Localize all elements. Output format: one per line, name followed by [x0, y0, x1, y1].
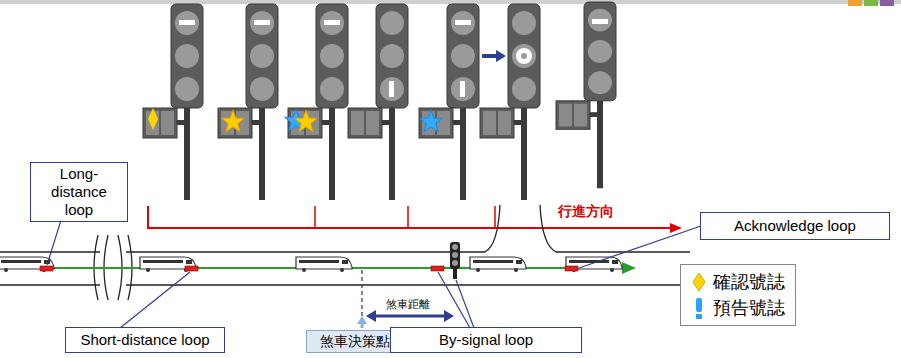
signal-heads-part [348, 4, 408, 200]
track-signal-part [453, 269, 457, 279]
direction-bracket-part [315, 206, 495, 228]
braking-distance-part [357, 316, 367, 324]
trams [0, 257, 622, 272]
signal-aspects-part [254, 20, 270, 25]
signal-aspects-part [179, 20, 195, 25]
track-signal-part [452, 252, 458, 258]
signal-aspects-part [295, 110, 318, 132]
trams-part [470, 257, 526, 272]
signal-aspects-part [455, 20, 471, 25]
signal-aspects [148, 19, 608, 132]
trams-part [0, 257, 54, 272]
header-bar [0, 0, 901, 4]
callout-box: Acknowledge loop [700, 212, 890, 240]
signal-aspects-part [521, 53, 527, 59]
legend-row: 確認號誌 [691, 269, 785, 295]
direction-label: 行進方向 [556, 203, 616, 221]
callout-leaders-part [438, 272, 470, 328]
callout-leaders-part [456, 280, 474, 328]
loops-part [185, 266, 198, 271]
loops [40, 266, 578, 271]
signal-aspects-part [324, 20, 340, 25]
track-part [622, 262, 636, 274]
track-signal [450, 242, 460, 279]
callout-text: 煞車決策點 [320, 333, 390, 350]
loops-part [40, 266, 53, 271]
callout-box: By-signal loop [390, 327, 582, 353]
callout-box: Long-distance loop [30, 162, 128, 222]
signal-aspects-part [482, 54, 498, 58]
callout-text: Acknowledge loop [734, 217, 856, 235]
signal-aspects-part [420, 110, 443, 132]
legend-swatch [691, 296, 707, 320]
signal-heads-part-part [556, 2, 616, 188]
legend-box: 確認號誌預告號誌 [680, 264, 796, 326]
callout-text: Long-distance loop [36, 165, 122, 219]
signal-aspects-part [222, 110, 245, 132]
signal-aspects-part [592, 19, 608, 24]
braking-distance-part [361, 270, 362, 322]
signal-aspects-part [516, 48, 532, 64]
signal-heads [143, 2, 616, 200]
callout-leaders-part [120, 272, 190, 328]
legend-row: 預告號誌 [691, 295, 785, 321]
signal-aspects-part [496, 50, 506, 62]
trams-part [296, 257, 352, 272]
callout-leaders [47, 217, 701, 328]
loops-part [565, 266, 578, 271]
signal-heads-part [218, 4, 278, 200]
warning-mark [696, 298, 702, 312]
legend-swatch [691, 270, 707, 294]
callout-text: By-signal loop [439, 331, 533, 349]
legend-text: 確認號誌 [713, 270, 785, 294]
signal-heads-part [143, 4, 203, 200]
signal-heads-part [556, 2, 616, 188]
loops-part [431, 266, 444, 271]
signal-aspects-part [460, 81, 465, 97]
distance-label: 煞車距離 [384, 297, 432, 312]
track-part [0, 284, 690, 285]
railway-illustration-part [880, 0, 894, 6]
trams-part [566, 257, 622, 272]
direction-bracket-part [670, 223, 682, 233]
signal-aspects-part [389, 81, 394, 97]
railway-illustration-part [864, 0, 878, 6]
warning-mark [696, 314, 702, 319]
braking-distance-part [444, 310, 454, 322]
railway-illustration-part [848, 0, 862, 6]
callout-box: Short-distance loop [65, 327, 225, 353]
signal-heads-part [288, 4, 348, 200]
legend-text: 預告號誌 [713, 296, 785, 320]
braking-distance-part [366, 310, 376, 322]
confirm-diamond [693, 273, 705, 291]
callout-leaders-part [47, 217, 62, 265]
signal-aspects-part [148, 108, 158, 130]
callout-leaders-part [579, 226, 701, 268]
braking-distance-part [374, 315, 446, 318]
signal-heads-part [419, 4, 479, 200]
track-signal-part [452, 260, 458, 266]
callout-text: Short-distance loop [80, 331, 209, 349]
track-signal-part [450, 242, 460, 269]
track-signal-part [452, 244, 458, 250]
signal-heads-part [480, 4, 540, 200]
braking-distance [357, 270, 454, 328]
